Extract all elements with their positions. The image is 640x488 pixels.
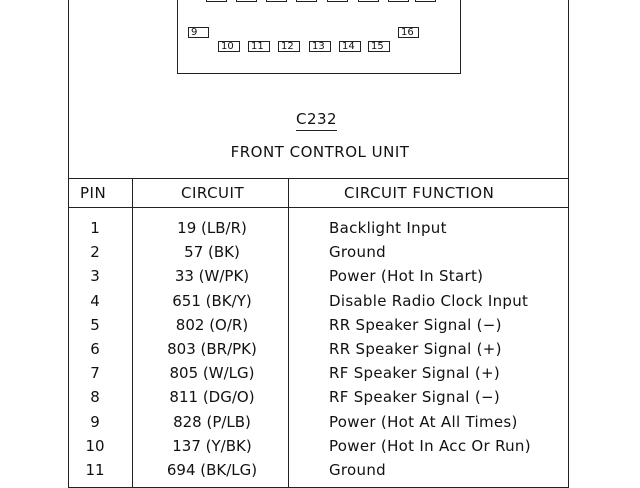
column-divider-circuit [288, 178, 289, 488]
pin-cell: 2 [90, 243, 100, 261]
connector-pin-9: 9 [188, 27, 209, 38]
connector-pin-12: 12 [278, 41, 300, 52]
connector-pin-15: 15 [368, 41, 390, 52]
connector-pin-13: 13 [309, 41, 331, 52]
pin-cell: 7 [90, 364, 100, 382]
pin-cell: 3 [90, 267, 100, 285]
pin-cell: 4 [90, 292, 100, 310]
function-cell: Ground [329, 461, 386, 479]
connector-pin-14: 14 [339, 41, 361, 52]
function-cell: Disable Radio Clock Input [329, 292, 529, 310]
component-name: FRONT CONTROL UNIT [230, 143, 410, 161]
function-cell: RF Speaker Signal (+) [329, 364, 501, 382]
header-pin: PIN [80, 184, 107, 202]
circuit-cell: 828 (P/LB) [173, 413, 251, 431]
circuit-cell: 694 (BK/LG) [166, 461, 258, 479]
circuit-cell: 57 (BK) [184, 243, 240, 261]
table-header-divider [68, 207, 569, 208]
circuit-cell: 19 (LB/R) [177, 219, 247, 237]
pin-cell: 6 [90, 340, 100, 358]
pin-cell: 5 [90, 316, 100, 334]
function-cell: RF Speaker Signal (−) [329, 388, 501, 406]
circuit-cell: 137 (Y/BK) [172, 437, 252, 455]
circuit-cell: 805 (W/LG) [169, 364, 255, 382]
connector-pin-8: 8 [415, 0, 436, 2]
connector-pin-1: 1 [206, 0, 227, 2]
connector-pin-3: 3 [266, 0, 287, 2]
function-cell: Power (Hot In Acc Or Run) [329, 437, 531, 455]
connector-pin-2: 2 [236, 0, 257, 2]
connector-pin-16: 16 [398, 27, 419, 38]
function-cell: RR Speaker Signal (−) [329, 316, 502, 334]
connector-id: C232 [296, 110, 338, 131]
function-cell: Backlight Input [329, 219, 447, 237]
header-circuit: CIRCUIT [181, 184, 245, 202]
header-circuit-function: CIRCUIT FUNCTION [344, 184, 495, 202]
connector-face: 1 2 3 4 5 6 7 8 9 16 10 11 12 13 14 15 [177, 0, 461, 74]
table-top-border [68, 178, 569, 179]
function-cell: RR Speaker Signal (+) [329, 340, 502, 358]
circuit-cell: 33 (W/PK) [174, 267, 250, 285]
function-cell: Power (Hot In Start) [329, 267, 484, 285]
function-cell: Power (Hot At All Times) [329, 413, 518, 431]
pin-cell: 9 [90, 413, 100, 431]
connector-pin-11: 11 [248, 41, 270, 52]
circuit-cell: 811 (DG/O) [169, 388, 255, 406]
function-cell: Ground [329, 243, 386, 261]
connector-pin-10: 10 [218, 41, 240, 52]
connector-pin-7: 7 [388, 0, 409, 2]
connector-pin-5: 5 [327, 0, 348, 2]
circuit-cell: 803 (BR/PK) [167, 340, 257, 358]
pin-cell: 1 [90, 219, 100, 237]
connector-pin-6: 6 [358, 0, 379, 2]
column-divider-pin [132, 178, 133, 488]
pin-cell: 11 [85, 461, 105, 479]
connector-pin-4: 4 [296, 0, 317, 2]
pin-cell: 10 [85, 437, 105, 455]
circuit-cell: 651 (BK/Y) [172, 292, 252, 310]
pin-cell: 8 [90, 388, 100, 406]
circuit-cell: 802 (O/R) [175, 316, 249, 334]
